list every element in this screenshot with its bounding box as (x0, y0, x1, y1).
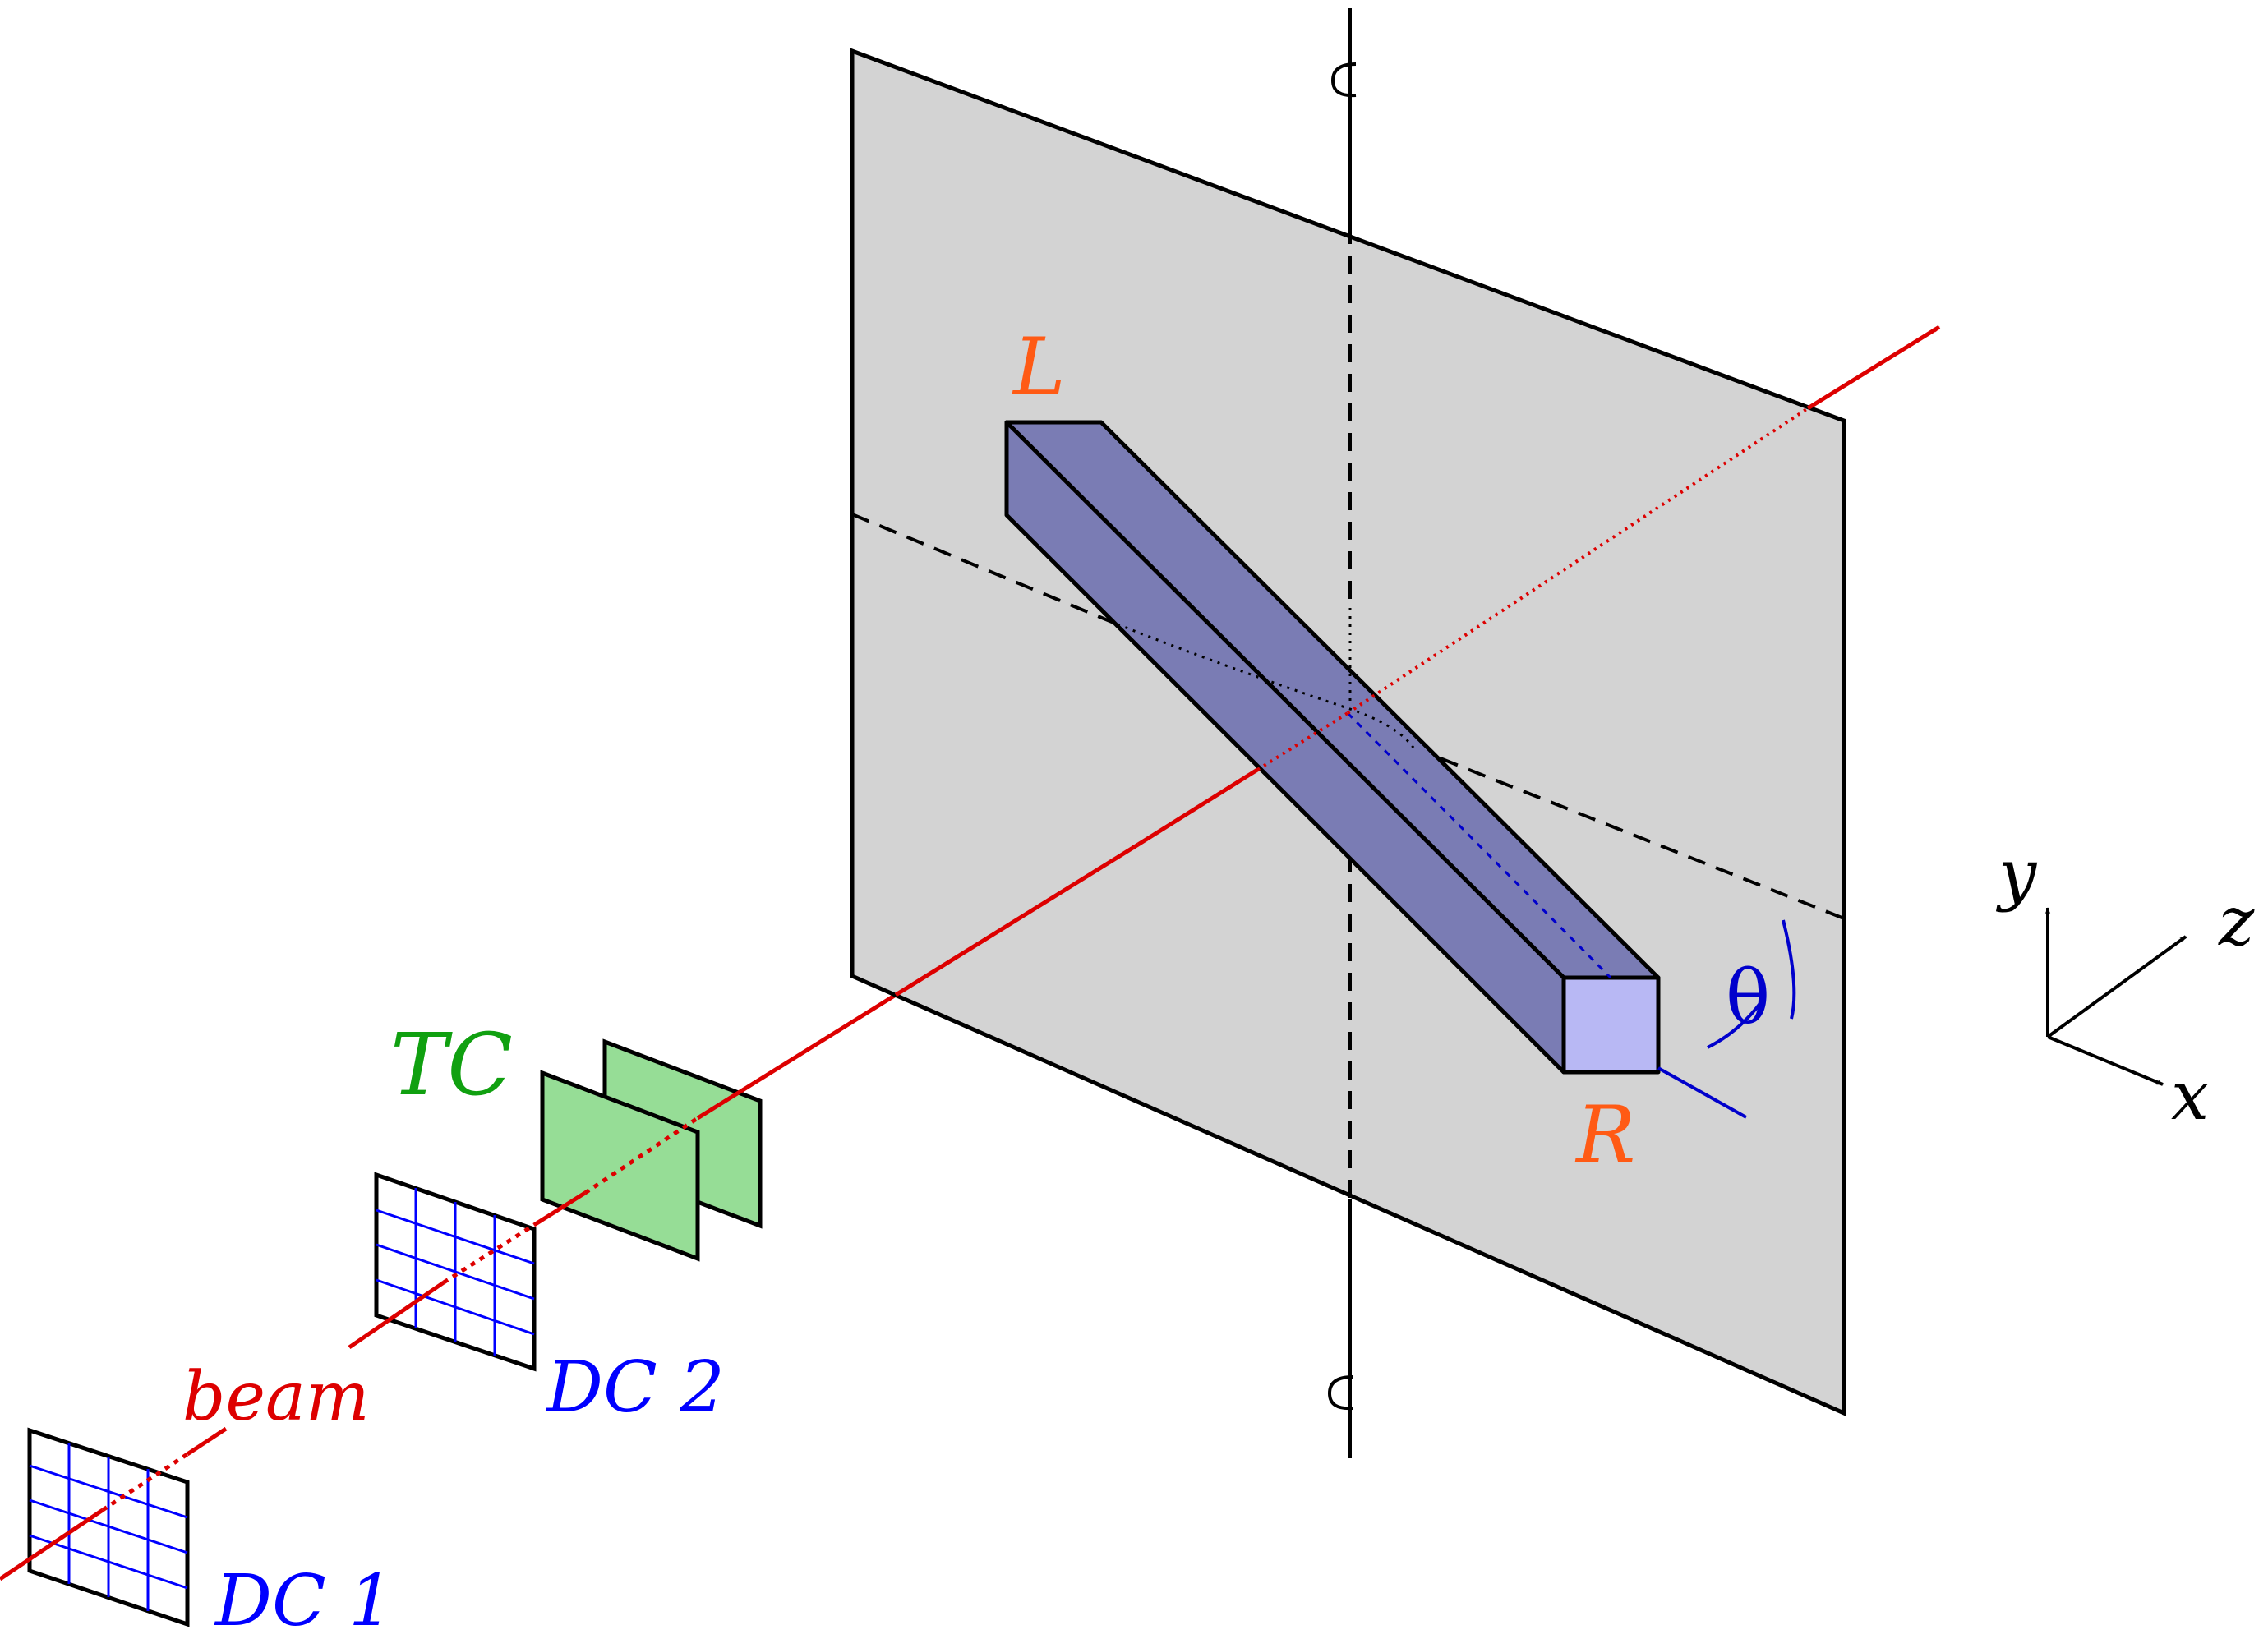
coordinate-axes (2044, 907, 2187, 1086)
label-DC1: DC 1 (214, 1560, 394, 1635)
label-DC2: DC 2 (545, 1347, 725, 1429)
dc1-chamber (27, 1427, 190, 1627)
axis-label-y: y (1995, 836, 2038, 914)
label-R: R (1574, 1089, 1635, 1181)
beam-line-upstream (0, 992, 897, 1581)
hidden-lines (1117, 407, 1809, 979)
scintillator-bar (1004, 420, 1661, 1075)
label-L: L (1012, 321, 1066, 413)
label-TC: TC (390, 1015, 513, 1115)
theta-angle (1657, 919, 1796, 1119)
beam-line-exit (1806, 325, 1941, 411)
label-theta: θ (1726, 955, 1770, 1041)
label-beam: beam (182, 1358, 370, 1436)
dc2-chamber (374, 1172, 537, 1372)
axis-label-z: z (2218, 883, 2255, 961)
tc-counters (540, 1038, 763, 1262)
rotation-arrow-icon (1327, 62, 1357, 1411)
axis-label-x: x (2171, 1057, 2209, 1135)
